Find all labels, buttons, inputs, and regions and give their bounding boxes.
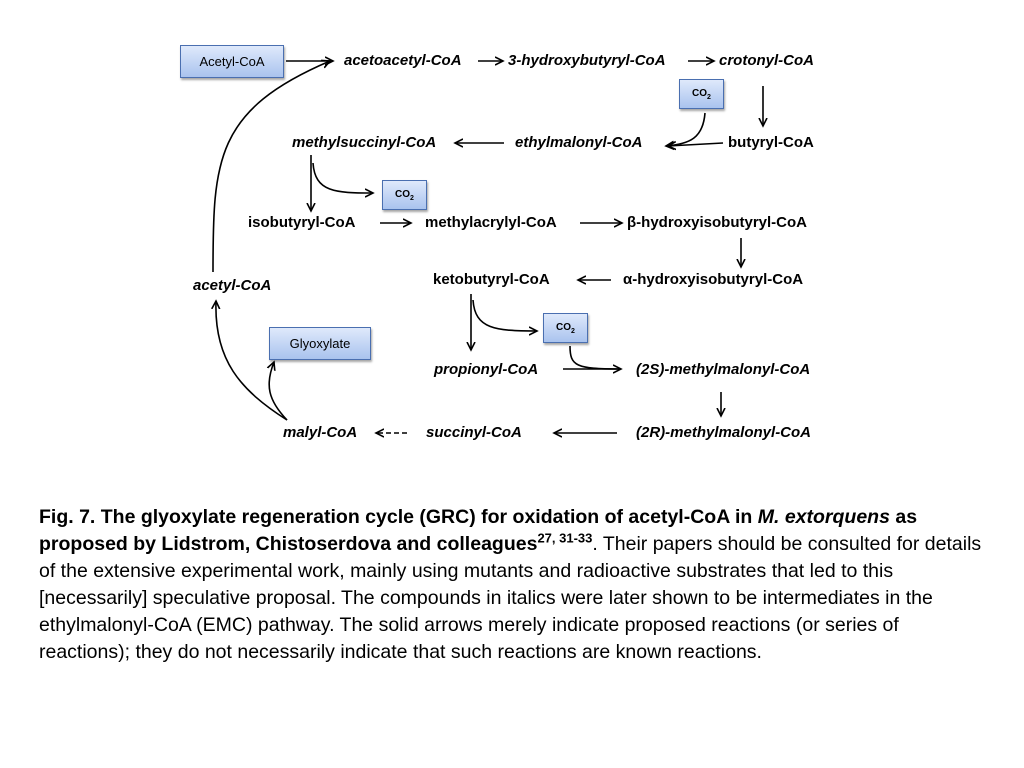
arrow-butyryl-to-ethylmalonyl [668, 143, 724, 146]
glyoxylate-box: Glyoxylate [269, 327, 371, 360]
compound-ethylmalonyl: ethylmalonyl-CoA [515, 134, 643, 151]
compound-methylacrylyl: methylacrylyl-CoA [425, 214, 557, 231]
compound-2s-methylmalonyl: (2S)-methylmalonyl-CoA [636, 361, 811, 378]
arrow-malyl-to-glyoxylate [269, 362, 288, 421]
compound-ketobutyryl: ketobutyryl-CoA [433, 271, 550, 288]
co2-box-mid: CO2 [382, 180, 427, 210]
acetyl-coa-label: Acetyl-CoA [199, 54, 265, 69]
co2-label: CO2 [692, 87, 711, 101]
caption-title-part-1: Fig. 7. The glyoxylate regeneration cycl… [39, 506, 758, 528]
caption-body: . Their papers should be consulted for d… [39, 533, 982, 663]
compound-propionyl: propionyl-CoA [434, 361, 539, 378]
figure-caption: Fig. 7. The glyoxylate regeneration cycl… [39, 504, 991, 666]
co2-box-top: CO2 [679, 79, 724, 109]
compound-acetoacetyl: acetoacetyl-CoA [344, 52, 462, 69]
compound-hydroxybutyryl: 3-hydroxybutyryl-CoA [508, 52, 666, 69]
compound-methylsuccinyl: methylsuccinyl-CoA [292, 134, 437, 151]
co2-label: CO2 [556, 321, 575, 335]
compound-crotonyl: crotonyl-CoA [719, 52, 814, 69]
compound-beta-hydroxyisobutyryl: β-hydroxyisobutyryl-CoA [627, 214, 808, 231]
glyoxylate-label: Glyoxylate [289, 336, 351, 351]
compound-acetyl-coa: acetyl-CoA [193, 277, 272, 294]
compound-alpha-hydroxyisobutyryl: α-hydroxyisobutyryl-CoA [623, 271, 804, 288]
arrow-acetyl-return [212, 61, 330, 273]
co2-label: CO2 [395, 188, 414, 202]
caption-title-part-2: as proposed by Lidstrom, Chistoserdova a… [39, 506, 918, 555]
compound-succinyl: succinyl-CoA [426, 424, 522, 441]
acetyl-coa-box: Acetyl-CoA [180, 45, 284, 78]
compound-malyl: malyl-CoA [283, 424, 358, 441]
compound-2r-methylmalonyl: (2R)-methylmalonyl-CoA [636, 424, 812, 441]
compound-butyryl: butyryl-CoA [728, 134, 814, 151]
arrow-co2-to-ethylmalonyl [666, 112, 706, 146]
arrow-malyl-to-acetyl [216, 301, 288, 421]
compound-isobutyryl: isobutyryl-CoA [248, 214, 356, 231]
arrow-co2-to-2s [569, 345, 621, 370]
co2-box-low: CO2 [543, 313, 588, 343]
arrow-co2-release-1 [312, 162, 373, 193]
arrow-co2-release-2 [472, 299, 537, 331]
caption-species: M. extorquens [757, 506, 890, 528]
caption-references: 27, 31-33 [537, 530, 593, 546]
